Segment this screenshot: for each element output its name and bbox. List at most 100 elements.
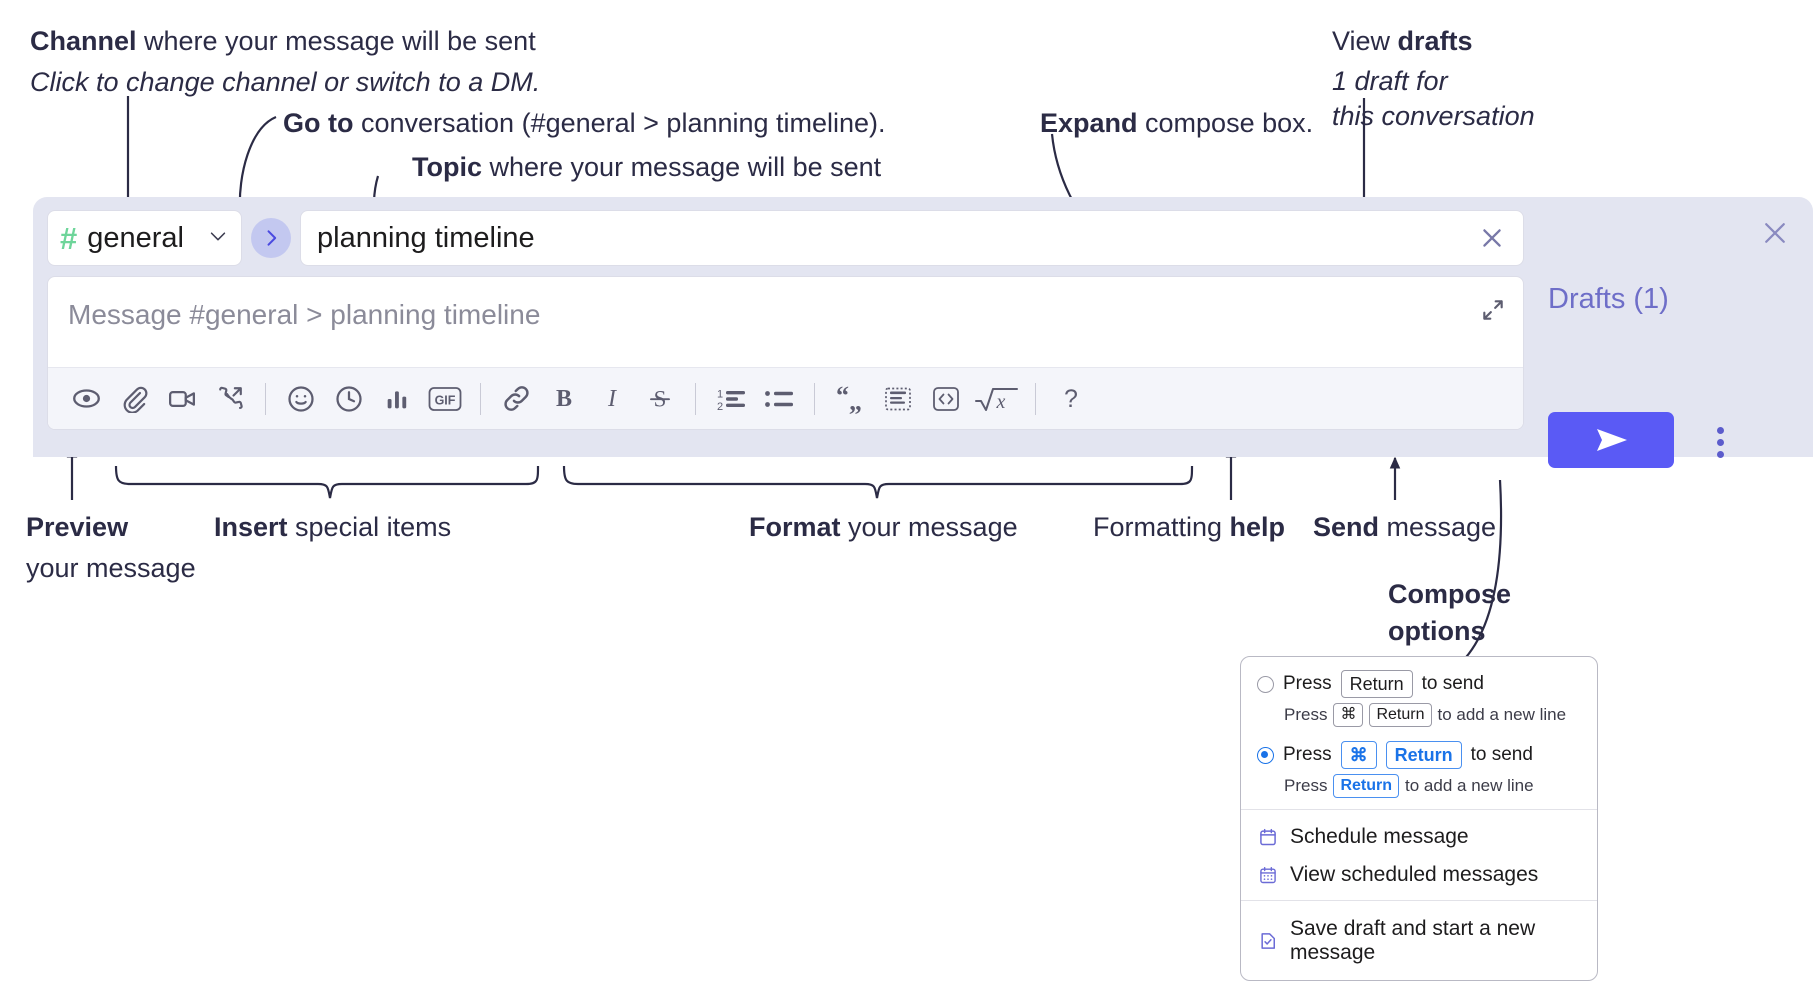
channel-selector-button[interactable]: # general: [47, 210, 242, 266]
blockquote-icon[interactable]: “„: [826, 375, 874, 423]
annotation-drafts: View drafts 1 draft for this conversatio…: [1332, 24, 1535, 134]
radio-return-to-send[interactable]: [1257, 675, 1274, 693]
gif-icon[interactable]: GIF: [421, 375, 469, 423]
math-icon[interactable]: x: [970, 375, 1024, 423]
ordered-list-icon[interactable]: 1 2: [707, 375, 755, 423]
annotation-drafts-plain: View: [1332, 26, 1398, 56]
video-camera-icon[interactable]: [158, 375, 206, 423]
annotation-send-rest: message: [1379, 512, 1497, 542]
option-cmd-return-to-send[interactable]: Press ⌘ Return to send: [1257, 740, 1581, 770]
annotation-channel-italic: Click to change channel or switch to a D…: [30, 66, 541, 97]
annotation-topic: Topic where your message will be sent: [412, 150, 881, 185]
bulleted-list-icon[interactable]: [755, 375, 803, 423]
annotation-format: Format your message: [749, 510, 1018, 545]
send-message-button[interactable]: [1548, 412, 1674, 468]
menu-item-label: Save draft and start a new message: [1290, 916, 1536, 964]
option-return-to-send[interactable]: Press Return to send: [1257, 670, 1581, 699]
menu-item-label: View scheduled messages: [1290, 862, 1539, 886]
chevron-right-icon: [267, 230, 277, 246]
code-block-icon[interactable]: [874, 375, 922, 423]
help-icon[interactable]: ?: [1047, 375, 1095, 423]
preview-icon[interactable]: [62, 375, 110, 423]
annotation-expand: Expand compose box.: [1040, 106, 1313, 141]
radio-cmd-return-to-send[interactable]: [1257, 746, 1274, 764]
bold-icon[interactable]: B: [540, 375, 588, 423]
annotation-goto-rest: conversation (#general > planning timeli…: [353, 108, 886, 138]
key-return: Return: [1385, 740, 1462, 770]
poll-icon[interactable]: [373, 375, 421, 423]
topic-input[interactable]: planning timeline: [300, 210, 1524, 266]
close-panel-button[interactable]: [1757, 215, 1793, 251]
annotation-format-rest: your message: [840, 512, 1018, 542]
compose-options-button[interactable]: [1705, 419, 1735, 465]
calendar-schedule-icon: [1257, 826, 1279, 848]
topic-value: planning timeline: [317, 221, 535, 254]
expand-icon: [1483, 300, 1503, 320]
channel-name-label: general: [87, 221, 184, 254]
annotation-help-bold: help: [1229, 512, 1286, 542]
inline-code-icon[interactable]: [922, 375, 970, 423]
toolbar-separator: [814, 382, 815, 415]
menu-divider: [1241, 808, 1597, 810]
annotation-insert: Insert special items: [214, 510, 451, 545]
svg-text:GIF: GIF: [435, 393, 456, 407]
menu-item-save-draft[interactable]: Save draft and start a new message: [1241, 906, 1597, 972]
annotation-help-plain: Formatting: [1093, 512, 1230, 542]
compose-header-row: # general planning timeline: [47, 210, 1524, 266]
option1-sub-post: to add a new line: [1437, 705, 1567, 725]
send-shortcut-options: Press Return to send Press ⌘ Return to a…: [1241, 657, 1597, 809]
send-paperplane-icon: [1597, 429, 1627, 451]
svg-text:B: B: [556, 386, 572, 412]
annotation-compose-options-bold1: Compose: [1388, 579, 1512, 609]
compose-options-menu: Press Return to send Press ⌘ Return to a…: [1240, 656, 1598, 981]
message-box: Message #general > planning timeline: [47, 276, 1524, 430]
drafts-link[interactable]: Drafts (1): [1548, 283, 1669, 315]
kebab-dot: [1716, 426, 1724, 434]
emoji-icon[interactable]: [277, 375, 325, 423]
annotation-channel-rest: where your message will be sent: [136, 26, 536, 56]
message-placeholder: Message #general > planning timeline: [68, 299, 541, 330]
clock-icon[interactable]: [325, 375, 373, 423]
menu-item-view-scheduled-messages[interactable]: View scheduled messages: [1241, 856, 1597, 894]
key-return: Return: [1340, 670, 1413, 699]
attachment-icon[interactable]: [110, 375, 158, 423]
key-return: Return: [1333, 774, 1400, 798]
expand-compose-button[interactable]: [1477, 294, 1509, 326]
annotation-goto-bold: Go to: [283, 108, 354, 138]
key-command: ⌘: [1333, 703, 1364, 727]
svg-text:“: “: [836, 384, 849, 410]
formatting-toolbar: GIF B I S: [48, 367, 1523, 429]
draft-group: Save draft and start a new message: [1241, 901, 1597, 980]
audio-call-icon[interactable]: [206, 375, 254, 423]
bracket-insert: [114, 465, 540, 499]
annotation-expand-rest: compose box.: [1137, 108, 1314, 138]
clear-topic-button[interactable]: [1475, 221, 1509, 255]
annotation-topic-rest: where your message will be sent: [482, 152, 882, 182]
key-return: Return: [1369, 703, 1432, 727]
toolbar-separator: [1035, 382, 1036, 415]
annotation-channel-bold: Channel: [30, 26, 137, 56]
schedule-group: Schedule message View scheduled messages: [1241, 810, 1597, 900]
annotation-insert-rest: special items: [287, 512, 452, 542]
annotation-drafts-italic2: this conversation: [1332, 101, 1535, 132]
option1-sub-pre: Press: [1284, 705, 1328, 725]
close-icon: [1483, 229, 1501, 247]
message-input[interactable]: Message #general > planning timeline: [48, 277, 1523, 367]
annotation-expand-bold: Expand: [1040, 108, 1138, 138]
svg-text:I: I: [607, 386, 617, 412]
strikethrough-icon[interactable]: S: [636, 375, 684, 423]
toolbar-separator: [265, 382, 266, 415]
hash-icon: #: [60, 220, 78, 256]
annotation-drafts-bold: drafts: [1397, 26, 1473, 56]
menu-item-label: Schedule message: [1290, 824, 1469, 848]
menu-item-schedule-message[interactable]: Schedule message: [1241, 814, 1597, 856]
link-icon[interactable]: [492, 375, 540, 423]
goto-conversation-button[interactable]: [251, 218, 291, 258]
italic-icon[interactable]: I: [588, 375, 636, 423]
annotation-drafts-italic1: 1 draft for: [1332, 65, 1448, 96]
option1-pre: Press: [1283, 673, 1332, 695]
key-command: ⌘: [1340, 740, 1377, 770]
svg-text:2: 2: [717, 401, 723, 413]
annotation-channel: Channel where your message will be sent …: [30, 24, 540, 99]
compose-panel: # general planning timeline Message #gen…: [33, 197, 1813, 468]
